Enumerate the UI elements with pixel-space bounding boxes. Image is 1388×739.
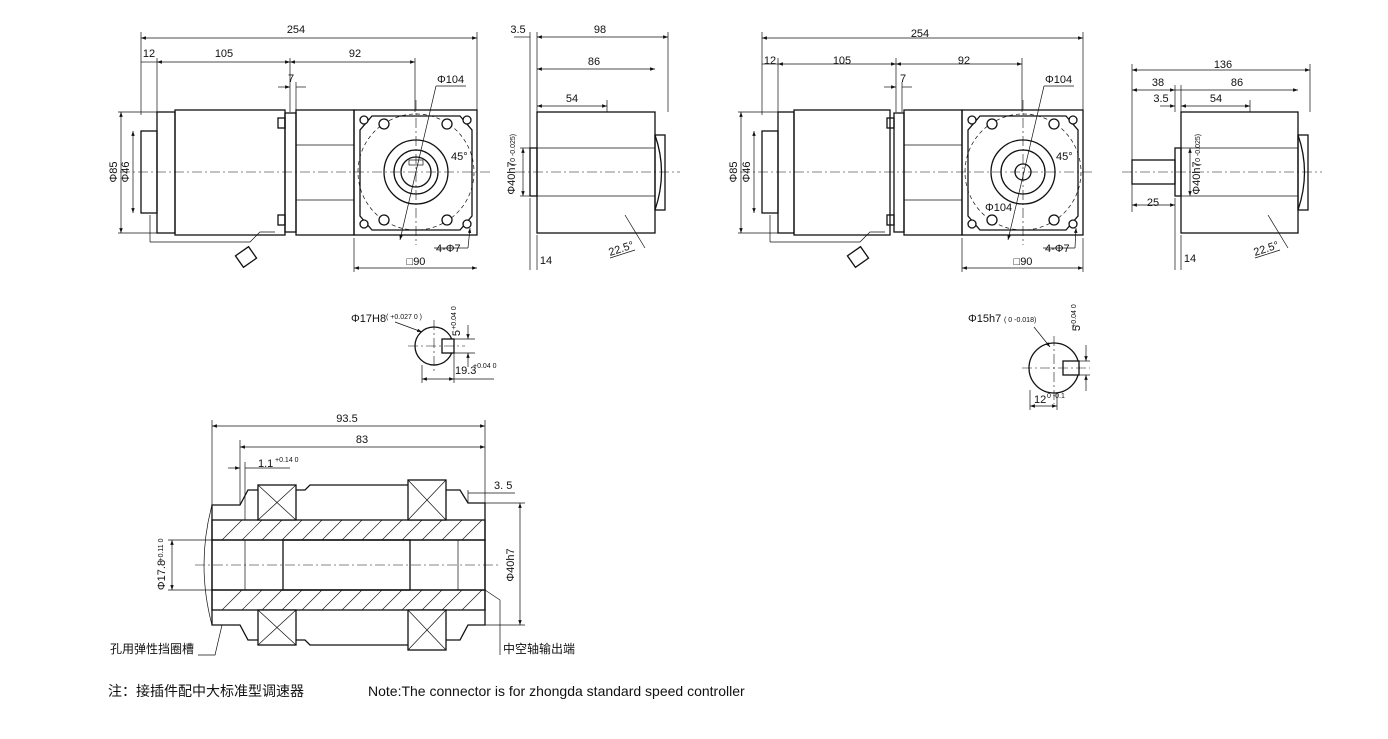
end-view-hollow: 3.5 98 86 54 Φ40h7 ( 0 -0.025) 14 22.5° bbox=[506, 24, 680, 270]
label-flat: 12 bbox=[1034, 394, 1046, 406]
footnote: 注：接插件配中大标准型调速器 Note:The connector is for… bbox=[108, 683, 745, 699]
dim-shaft-ext: 38 bbox=[1152, 77, 1164, 89]
dim-offset: 3.5 bbox=[510, 24, 525, 36]
dim-base: 14 bbox=[540, 255, 552, 267]
dim-offset: 3.5 bbox=[1153, 93, 1168, 105]
end-view-solid: 136 38 86 3.5 54 25 Φ40h7 ( 0 -0.025) 14… bbox=[1122, 59, 1322, 270]
label-retaining-groove: 孔用弹性挡圈槽 bbox=[110, 642, 194, 656]
detail-hollow-bore: Φ17H8 ( +0.027 0 ) 5 +0.04 0 19.3 +0.04 … bbox=[351, 306, 497, 383]
dim-shaft-len: 25 bbox=[1147, 197, 1159, 209]
dim-pilot-diameter: Φ46 bbox=[120, 161, 132, 182]
label-flat-tol: 0 -0.1 bbox=[1047, 393, 1065, 400]
dim-groove: 1.1 bbox=[258, 458, 273, 470]
dim-inner: 54 bbox=[1210, 93, 1222, 105]
dim-gearbox-length: 92 bbox=[349, 48, 361, 60]
dim-bore: Φ17.8 bbox=[156, 560, 168, 590]
dim-spacer: 7 bbox=[288, 73, 294, 85]
dim-pilot-tol: ( 0 -0.025) bbox=[1195, 134, 1202, 166]
dim-flange-offset: 12 bbox=[764, 55, 776, 67]
label-bore-tol: ( +0.027 0 ) bbox=[386, 314, 422, 321]
dim-angle: 22.5° bbox=[1252, 239, 1280, 258]
label-shaft-tol: ( 0 -0.018) bbox=[1004, 317, 1036, 324]
dim-body-diameter: Φ85 bbox=[728, 161, 740, 182]
label-key-width: 5 bbox=[1071, 325, 1083, 331]
label-angle: 45° bbox=[1056, 151, 1073, 163]
label-key-tol: +0.04 0 bbox=[1071, 304, 1078, 328]
label-holes: 4-Φ7 bbox=[1045, 243, 1070, 255]
note-english: Note:The connector is for zhongda standa… bbox=[368, 683, 745, 699]
section-view: 93.5 83 1.1 +0.14 0 3. 5 Φ17.8 +0.11 0 Φ… bbox=[110, 413, 575, 656]
dim-groove-tol: +0.14 0 bbox=[275, 457, 299, 464]
dim-bore-tol: +0.11 0 bbox=[158, 538, 165, 561]
dim-gearbox-length: 92 bbox=[958, 55, 970, 67]
dim-length-total: 93.5 bbox=[336, 413, 357, 425]
shaft-hatching bbox=[221, 519, 483, 611]
label-square: □90 bbox=[407, 256, 426, 268]
label-mount-circle-top: Φ104 bbox=[1045, 74, 1072, 86]
detail-solid-shaft: Φ15h7 ( 0 -0.018) 5 +0.04 0 12 0 -0.1 bbox=[968, 304, 1090, 410]
label-angle: 45° bbox=[451, 151, 468, 163]
dim-body-diameter: Φ85 bbox=[108, 161, 120, 182]
dim-flange-offset: 12 bbox=[143, 48, 155, 60]
label-shaft: Φ15h7 bbox=[968, 313, 1001, 325]
dim-overall-length: 254 bbox=[287, 24, 305, 36]
label-key-tol: +0.04 0 bbox=[451, 306, 458, 330]
dim-total: 98 bbox=[594, 24, 606, 36]
dim-pilot-diameter: Φ46 bbox=[741, 161, 753, 182]
side-view-solid: 254 12 105 92 7 Φ85 Φ46 bbox=[728, 28, 1095, 272]
dim-offset: 3. 5 bbox=[494, 480, 512, 492]
dim-motor-length: 105 bbox=[833, 55, 851, 67]
dim-pilot: Φ40h7 bbox=[505, 548, 517, 581]
dim-mid: 86 bbox=[1231, 77, 1243, 89]
dim-total: 136 bbox=[1214, 59, 1232, 71]
label-hollow-output: 中空轴输出端 bbox=[503, 641, 575, 656]
label-key-width: 5 bbox=[451, 330, 463, 336]
label-holes: 4-Φ7 bbox=[436, 243, 461, 255]
label-bore: Φ17H8 bbox=[351, 313, 386, 325]
dim-pilot: Φ40h7 bbox=[1191, 161, 1203, 194]
dim-inner: 54 bbox=[566, 93, 578, 105]
label-mount-circle-bottom: Φ104 bbox=[985, 202, 1012, 214]
dim-motor-length: 105 bbox=[215, 48, 233, 60]
label-key-depth: 19.3 bbox=[455, 365, 476, 377]
dim-length-inner: 83 bbox=[356, 434, 368, 446]
dim-pilot-tol: ( 0 -0.025) bbox=[510, 134, 517, 166]
dim-spacer: 7 bbox=[900, 73, 906, 85]
dim-base: 14 bbox=[1184, 253, 1196, 265]
label-mount-circle: Φ104 bbox=[437, 74, 464, 86]
dim-overall-length: 254 bbox=[911, 28, 929, 40]
note-chinese: 注：接插件配中大标准型调速器 bbox=[108, 683, 304, 699]
side-view-hollow: 254 12 105 92 7 Φ85 Φ bbox=[108, 24, 490, 272]
label-square: □90 bbox=[1014, 256, 1033, 268]
dim-pilot: Φ40h7 bbox=[506, 161, 518, 194]
dim-mid: 86 bbox=[588, 56, 600, 68]
label-key-depth-tol: +0.04 0 bbox=[473, 363, 497, 370]
dim-angle: 22.5° bbox=[607, 239, 635, 258]
